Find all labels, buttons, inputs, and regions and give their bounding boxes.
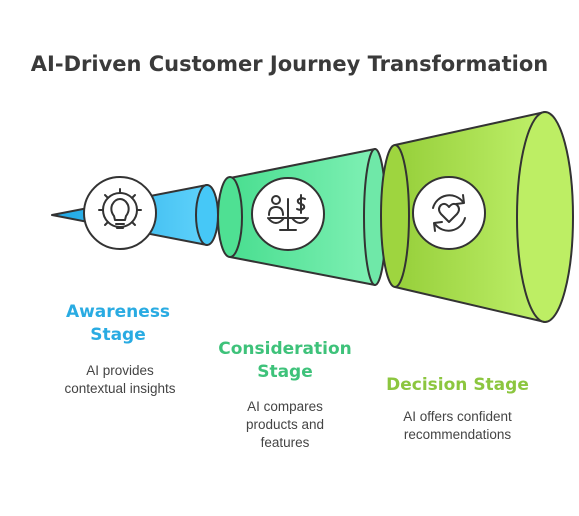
decision-desc-line2: recommendations — [403, 427, 512, 442]
decision-stage-description: AI offers confident recommendations — [375, 408, 540, 444]
decision-stage-title: Decision Stage — [375, 374, 540, 397]
heart-cycle-icon — [412, 176, 486, 250]
decision-desc-line1: AI offers confident — [403, 409, 512, 424]
consideration-title-line1: Consideration — [218, 339, 352, 359]
gear-lightbulb-icon — [83, 176, 157, 250]
awareness-title-line2: Stage — [90, 325, 146, 345]
scale-person-dollar-icon — [251, 177, 325, 251]
diagram-title: AI-Driven Customer Journey Transformatio… — [30, 52, 549, 76]
awareness-stage-title: Awareness Stage — [48, 301, 188, 347]
awareness-stage-description: AI provides contextual insights — [40, 362, 200, 398]
awareness-title-line1: Awareness — [65, 302, 171, 322]
awareness-desc-line2: contextual insights — [64, 381, 176, 396]
consideration-desc-line3: features — [260, 435, 310, 450]
consideration-title-line2: Stage — [257, 362, 313, 382]
decision-title-line1: Decision Stage — [386, 375, 529, 395]
awareness-desc-line1: AI provides — [86, 363, 154, 378]
consideration-stage-title: Consideration Stage — [210, 338, 360, 384]
consideration-stage-description: AI compares products and features — [220, 398, 350, 452]
consideration-desc-line1: AI compares — [247, 399, 323, 414]
consideration-desc-line2: products and — [245, 417, 325, 432]
